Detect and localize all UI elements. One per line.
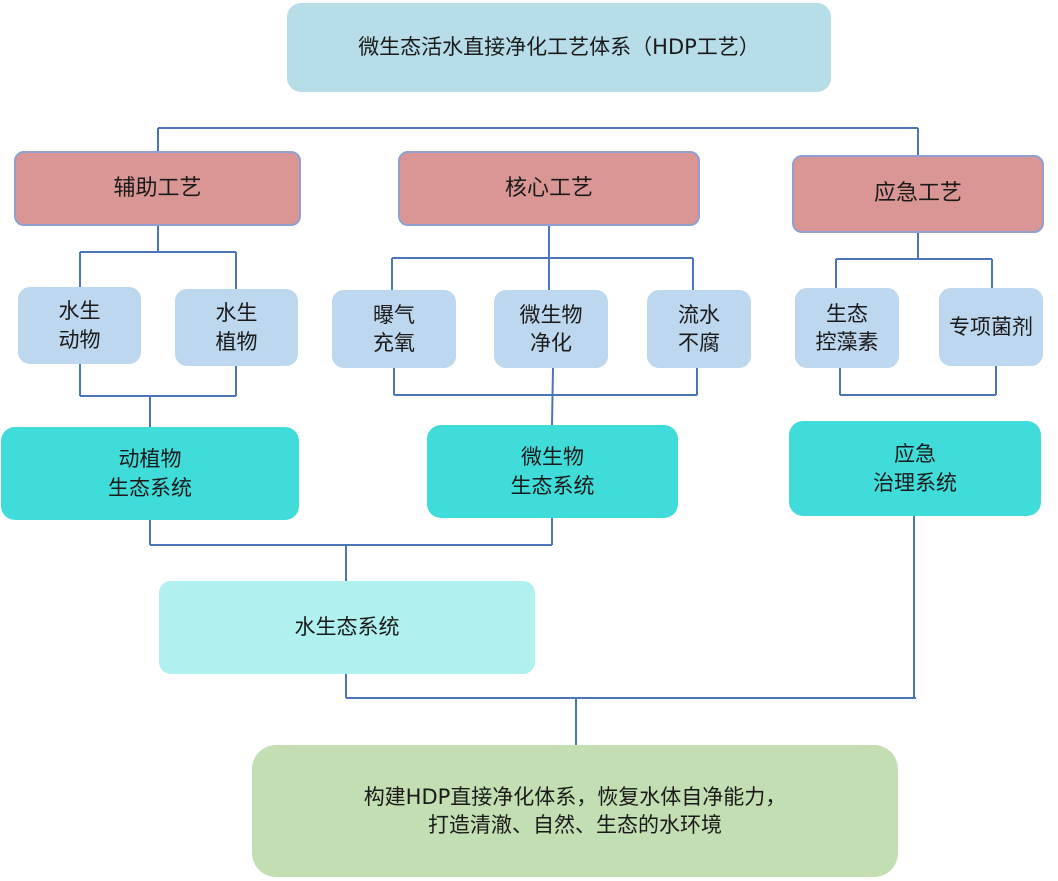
category-core: 核心工艺 [398,151,700,226]
category-emergency: 应急工艺 [792,155,1044,233]
system-microbial: 微生物 生态系统 [427,425,678,518]
item-aquatic-plants: 水生 植物 [175,289,298,366]
item-aquatic-animals: 水生 动物 [18,287,141,364]
water-ecosystem: 水生态系统 [159,581,535,674]
item-aeration: 曝气 充氧 [332,290,456,368]
item-flowing-water: 流水 不腐 [647,290,751,368]
diagram-title: 微生态活水直接净化工艺体系（HDP工艺） [287,3,831,92]
item-algae-control: 生态 控藻素 [795,288,899,368]
item-microbial-purification: 微生物 净化 [494,290,608,368]
goal-statement: 构建HDP直接净化体系，恢复水体自净能力， 打造清澈、自然、生态的水环境 [252,745,898,877]
system-plant-animal: 动植物 生态系统 [1,427,299,520]
item-special-bacteria: 专项菌剂 [939,288,1043,366]
category-auxiliary: 辅助工艺 [14,151,301,226]
system-emergency: 应急 治理系统 [789,421,1041,516]
